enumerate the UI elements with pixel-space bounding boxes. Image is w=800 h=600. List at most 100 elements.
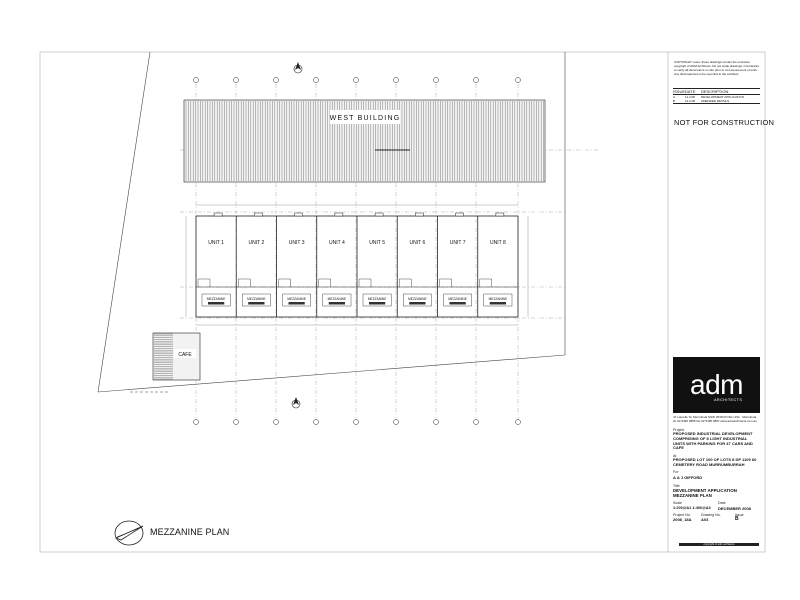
grid-bubble (233, 419, 239, 425)
date-label: Date (718, 501, 726, 506)
dimension-lines (185, 204, 529, 326)
north-arrow-top (293, 62, 303, 74)
unit-label: UNIT 1 (208, 240, 224, 246)
revision-description: AMENDED DETAILS (701, 99, 730, 103)
stair (479, 278, 492, 287)
grid-bubble (393, 77, 399, 83)
grid-bubble (473, 419, 479, 425)
stair (197, 278, 211, 287)
issue-label: Issue (735, 513, 744, 517)
copyright-bar (679, 543, 759, 546)
grid-bubble (233, 77, 239, 83)
mezzanine-area-tag (288, 302, 305, 305)
stair (358, 278, 372, 287)
site-boundary (97, 51, 566, 393)
grid-bubble (433, 77, 439, 83)
at-value: PROPOSED LOT 100 OF LOTS 8 DP 1109 60 CE… (673, 457, 757, 467)
mezzanine-label: MEZZANINE (448, 297, 466, 301)
grid-bubble (353, 77, 359, 83)
stair (439, 278, 452, 287)
mezzanine-label: MEZZANINE (247, 297, 265, 301)
stair (278, 278, 291, 287)
grid-bubble (273, 419, 279, 425)
west-building-label: WEST BUILDING (330, 115, 401, 122)
compass-north-icon (114, 520, 144, 546)
title-value: DEVELOPMENT APPLICATION MEZZANINE PLAN (673, 488, 737, 499)
mezzanine-label: MEZZANINE (287, 297, 305, 301)
mezzanine-area-tag (328, 302, 345, 305)
project-no-label: Project No. (673, 513, 691, 517)
cafe-building: CAFE (152, 332, 201, 381)
north-arrow-bottom (291, 397, 301, 409)
revision-date: 11.2.08 (685, 95, 695, 99)
grid-bubble (515, 77, 521, 83)
scale-label: Scale (673, 501, 682, 506)
mezzanine-area-tag (248, 302, 265, 305)
mezzanine-label: MEZZANINE (328, 297, 346, 301)
logo-subtitle: ARCHITECTS (714, 398, 743, 402)
stair (238, 278, 251, 287)
drawing-title: MEZZANINE PLAN (150, 527, 230, 537)
revision-description: DEVELOPMENT APPLICATION (701, 95, 744, 99)
adm-logo: adm ARCHITECTS (673, 357, 760, 413)
grid-bubble (313, 419, 319, 425)
unit-roof-vent (415, 212, 424, 217)
mezzanine-area-tag (369, 302, 386, 305)
mezzanine-area-tag (449, 302, 466, 305)
west-building: WEST BUILDING (183, 99, 546, 183)
unit-roof-vent (254, 212, 263, 217)
unit-label: UNIT 5 (369, 240, 385, 246)
scale-date-row: Scale 1:200@A1 1:400@A3 Date DECEMBER 20… (673, 501, 760, 511)
for-value: A & J GIFFORD (673, 474, 703, 480)
unit-roof-vent (455, 212, 464, 217)
revision-header-issue: ISSUE (673, 89, 686, 94)
at-label: At (673, 453, 677, 458)
revision-issue: A (673, 95, 676, 99)
mezzanine-area-tag (409, 302, 426, 305)
grid-bubble (473, 77, 479, 83)
stair (318, 278, 331, 287)
grid-bubble (393, 419, 399, 425)
cafe-label: CAFE (178, 352, 192, 358)
project-value: PROPOSED INDUSTRIAL DEVELOPMENT COMPRISI… (673, 431, 753, 451)
mezzanine-area-tag (208, 302, 225, 305)
grid-bubbles-bottom (193, 419, 521, 425)
issue-value: B (735, 516, 739, 523)
copyright-text: copyright of adm architects (703, 543, 735, 546)
revision-row: A 11.2.08 DEVELOPMENT APPLICATION (673, 95, 760, 99)
contact-details: 47 Laurelle St, Merimbula NSW 2548 PO Bo… (673, 415, 757, 423)
title-label: Title (673, 483, 680, 488)
revision-date: 12.2.08 (685, 99, 696, 103)
unit-label: UNIT 4 (329, 240, 345, 246)
unit-label: UNIT 8 (490, 240, 506, 246)
drawing-no-value: A03 (701, 517, 709, 523)
drawing-no-label: Drawing No. (701, 513, 721, 517)
unit-roof-vent (374, 212, 384, 217)
grid-bubble (353, 419, 359, 425)
stair (399, 278, 412, 287)
grid-bubble (273, 77, 279, 83)
unit-label: UNIT 7 (450, 240, 466, 246)
grid-bubble (193, 419, 199, 425)
mezzanine-label: MEZZANINE (207, 297, 225, 301)
unit-label: UNIT 2 (249, 240, 265, 246)
revision-row: B 12.2.08 AMENDED DETAILS (673, 99, 760, 104)
project-label: Project (673, 428, 685, 432)
date-value: DECEMBER 2008 (718, 505, 751, 511)
scale-value: 1:200@A1 1:400@A3 (673, 505, 711, 510)
mezzanine-area-tag (489, 302, 506, 305)
unit-label: UNIT 6 (410, 240, 426, 246)
grid-bubble (313, 77, 319, 83)
revision-table: ISSUE DATE DESCRIPTION A 11.2.08 DEVELOP… (673, 88, 760, 104)
mezzanine-label: MEZZANINE (368, 297, 386, 301)
grid-bubble (193, 77, 199, 83)
status-label: NOT FOR CONSTRUCTION (674, 118, 775, 127)
copyright-notes: COPYRIGHT notes: these drawings remain t… (674, 60, 760, 76)
mezzanine-label: MEZZANINE (489, 297, 507, 301)
numbers-row: Project No. 2008_18A Drawing No. A03 Iss… (673, 513, 760, 523)
unit-roof-vent (334, 212, 344, 217)
project-no-value: 2008_18A (673, 517, 692, 523)
mezzanine-label: MEZZANINE (408, 297, 426, 301)
